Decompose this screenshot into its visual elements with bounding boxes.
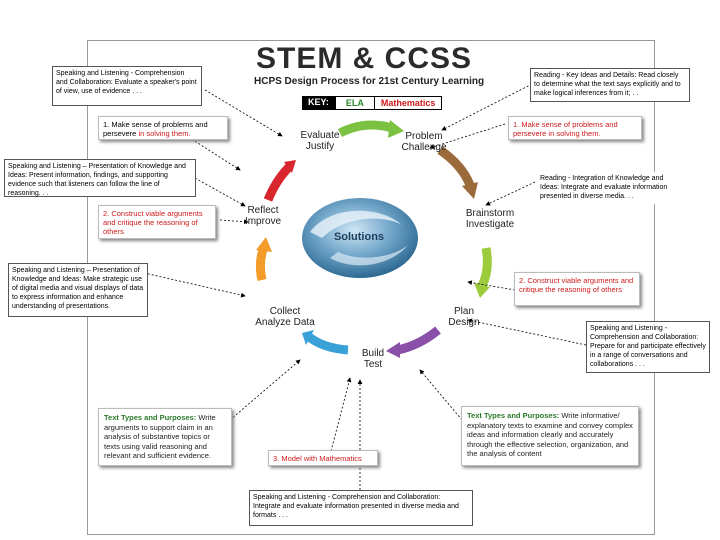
- connector-13: [419, 369, 463, 421]
- arrow-plan: [477, 247, 492, 289]
- globe-swirl-2: [330, 245, 408, 266]
- connector-2: [441, 83, 533, 131]
- connector-12: [229, 359, 301, 421]
- color-key: KEY: ELA Mathematics: [302, 96, 443, 110]
- writing-card-argument: Text Types and Purposes: Write arguments…: [98, 408, 232, 466]
- writing-card-informative: Text Types and Purposes: Write informati…: [461, 406, 639, 466]
- note-sl-comprehension-integrate: Speaking and Listening - Comprehension a…: [249, 490, 473, 526]
- math-card-mp1-left: 1. Make sense of problems and persevere …: [98, 116, 228, 140]
- mp2-right-red: 2. Construct viable arguments and critiq…: [519, 276, 634, 294]
- center-label: Solutions: [333, 231, 385, 243]
- key-label: KEY:: [302, 96, 335, 110]
- stage-plan: Plan Design: [448, 306, 480, 328]
- connector-6: [467, 318, 587, 346]
- key-ela: ELA: [334, 96, 375, 110]
- mp1-right-red: 1. Make sense of problems and persevere …: [513, 120, 618, 138]
- stage-brainstorm: Brainstorm Investigate: [465, 208, 515, 230]
- arrow-problem: [337, 120, 394, 138]
- mp1-left-black: 1. Make sense of problems and persevere: [103, 120, 208, 138]
- arrow-collect: [305, 332, 349, 355]
- note-sl-presentation-media: Speaking and Listening – Presentation of…: [8, 263, 148, 317]
- note-sl-presentation-present: Speaking and Listening – Presentation of…: [4, 159, 196, 197]
- stage-collect: Collect Analyze Data: [255, 306, 315, 328]
- connector-5: [139, 271, 246, 298]
- mp4-red: 3. Model with Mathematics: [273, 454, 362, 463]
- stage-evaluate: Evaluate Justify: [300, 130, 340, 152]
- arrow-build: [396, 326, 441, 355]
- arrow-evaluate: [263, 162, 294, 202]
- writing-left-body: Write arguments to support claim in an a…: [104, 413, 216, 460]
- math-card-mp2-right: 2. Construct viable arguments and critiq…: [514, 272, 640, 306]
- note-sl-comprehension-prepare: Speaking and Listening - Comprehension a…: [586, 321, 710, 373]
- arrow-reflect: [255, 245, 269, 281]
- note-sl-comprehension-evaluate: Speaking and Listening - Comprehension a…: [52, 66, 202, 106]
- connector-11: [467, 280, 516, 291]
- connector-4: [485, 181, 536, 206]
- stage-reflect: Reflect Improve: [244, 205, 282, 227]
- connector-1: [204, 89, 283, 137]
- writing-right-head: Text Types and Purposes:: [467, 411, 560, 420]
- writing-left-head: Text Types and Purposes:: [104, 413, 197, 422]
- note-reading-key-ideas: Reading - Key Ideas and Details: Read cl…: [530, 68, 690, 102]
- math-card-mp2-left: 2. Construct viable arguments and critiq…: [98, 205, 216, 239]
- connector-9: [429, 123, 506, 150]
- writing-right-body: Write informative/ explanatory texts to …: [467, 411, 633, 458]
- math-card-model: 3. Model with Mathematics: [268, 450, 378, 466]
- connector-10: [219, 219, 249, 225]
- connector-14: [329, 377, 352, 456]
- stage-problem: Problem Challenge: [401, 131, 447, 153]
- stage-build: Build Test: [361, 348, 385, 370]
- math-card-mp1-right: 1. Make sense of problems and persevere …: [508, 116, 642, 140]
- globe-swirl: [310, 210, 402, 238]
- mp2-left-red: 2. Construct viable arguments and critiq…: [103, 209, 203, 236]
- page-subtitle: HCPS Design Process for 21st Century Lea…: [254, 76, 485, 87]
- note-reading-integration: Reading - Integration of Knowledge and I…: [537, 172, 677, 204]
- page-title: STEM & CCSS: [256, 42, 473, 75]
- arrow-brainstorm: [437, 146, 475, 187]
- mp1-left-red: in solving them.: [138, 129, 191, 138]
- connector-3: [194, 177, 246, 207]
- key-math: Mathematics: [374, 96, 443, 110]
